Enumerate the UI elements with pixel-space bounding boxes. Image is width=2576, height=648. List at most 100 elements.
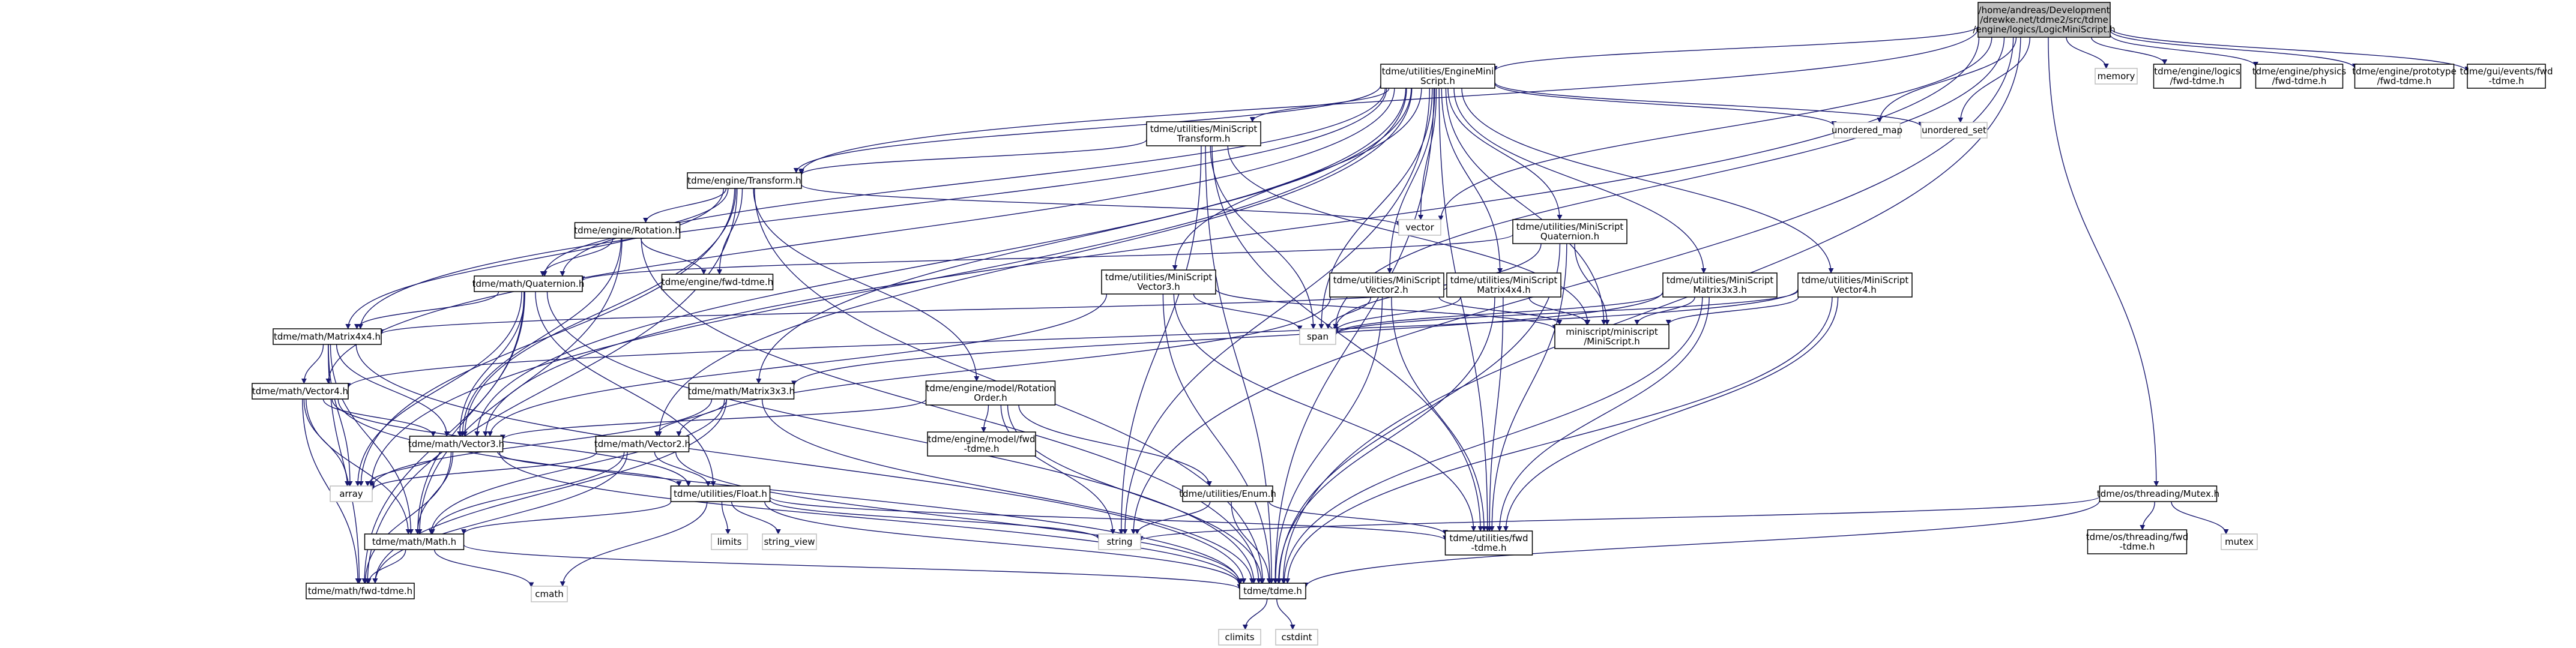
edge-transform-to-matrix4x4 [345,188,724,329]
node-model_fwd[interactable]: tdme/engine/model/fwd-tdme.h [927,431,1036,457]
edge-ms_vector3-to-span [1193,293,1303,331]
node-label-line: tdme/math/Matrix3x3.h [688,386,795,397]
node-threading_fwd[interactable]: tdme/os/threading/fwd-tdme.h [2086,529,2189,554]
edge-float-to-string [769,499,1102,540]
node-box [670,485,771,502]
node-cmath: cmath [531,586,568,602]
node-tdme[interactable]: tdme/tdme.h [1239,583,1306,599]
node-root[interactable]: /home/andreas/Development/drewke.net/tdm… [1973,2,2116,38]
node-engine_fwd[interactable]: tdme/engine/fwd-tdme.h [661,274,774,290]
node-box [1380,64,1495,89]
node-box [252,383,349,400]
edge-quaternion-to-array [355,291,522,487]
edge-ms_matrix3x3-to-miniscript [1634,296,1695,325]
node-matrix4x4[interactable]: tdme/math/Matrix4x4.h [273,328,382,345]
node-label-line: Matrix4x4.h [1477,284,1530,295]
edge-ms_vector2-to-vector2 [676,296,1332,437]
node-matrix3x3[interactable]: tdme/math/Matrix3x3.h [688,383,795,400]
edge-root-to-memory [2066,37,2109,69]
node-float[interactable]: tdme/utilities/Float.h [670,485,771,502]
edge-root-to-physics_fwd [2110,34,2258,67]
node-gui_fwd[interactable]: tdme/gui/events/fwd-tdme.h [2460,64,2553,89]
node-physics_fwd[interactable]: tdme/engine/physics/fwd-tdme.h [2252,64,2347,89]
edge-ms_vector4-to-tdme [1285,296,1833,584]
node-box [273,328,382,345]
edge-ems-to-quaternion [560,88,1386,277]
edge-root-to-unordered_map [1877,37,2017,123]
edge-float-to-cmath [560,501,708,587]
node-box [1182,485,1273,502]
node-label-line: Order.h [974,392,1007,403]
edge-ms_matrix3x3-to-span [1333,292,1664,335]
node-box [687,172,802,189]
node-mutex: mutex [2221,533,2258,550]
node-box [474,275,583,292]
edge-ems-to-transform [793,85,1381,173]
edge-ms_transform-to-string [1118,145,1202,535]
node-box [595,436,690,452]
node-utilities_fwd[interactable]: tdme/utilities/fwd-tdme.h [1444,530,1533,556]
node-rotation[interactable]: tdme/engine/Rotation.h [574,222,681,239]
node-vector3[interactable]: tdme/math/Vector3.h [408,436,504,452]
edge-float-to-tdme [764,501,1243,586]
node-enum[interactable]: tdme/utilities/Enum.h [1179,485,1276,502]
node-mutex_h[interactable]: tdme/os/threading/Mutex.h [2097,485,2219,502]
node-label-line: /MiniScript.h [1584,336,1640,347]
edge-ms_quaternion-to-quaternion [579,234,1513,282]
node-label-line: tdme/engine/physics [2252,66,2347,77]
edge-mutex_h-to-threading_fwd [2140,501,2156,530]
node-label-line: Vector2.h [1365,284,1408,295]
node-box [1444,530,1533,556]
node-label-line: /fwd-tdme.h [2170,76,2225,86]
edge-ms_matrix4x4-to-span [1333,296,1461,332]
edge-vector3-to-tdme [499,451,1243,586]
node-math[interactable]: tdme/math/Math.h [364,533,465,550]
node-label-line: mutex [2225,536,2254,547]
node-quaternion[interactable]: tdme/math/Quaternion.h [472,275,585,292]
edge-transform-to-rotation_order [753,188,980,382]
node-label-line: tdme/engine/Rotation.h [574,225,681,236]
node-box [2153,64,2242,89]
node-vector2[interactable]: tdme/math/Vector2.h [594,436,690,452]
node-transform[interactable]: tdme/engine/Transform.h [687,172,802,189]
node-label-line: tdme/engine/logics [2154,66,2240,77]
node-unordered_set: unordered_set [1920,122,1988,139]
node-box [688,383,795,400]
node-label-line: climits [1225,632,1254,643]
node-math_fwd[interactable]: tdme/math/fwd-tdme.h [306,583,415,599]
edge-ms_vector4-to-miniscript [1665,296,1799,325]
node-vector: vector [1398,219,1441,236]
edge-ms_matrix4x4-to-matrix4x4 [378,287,1447,335]
node-logics_fwd[interactable]: tdme/engine/logics/fwd-tdme.h [2153,64,2242,89]
node-box [1446,272,1561,298]
edge-matrix3x3-to-tdme [761,398,1255,584]
edge-ems-to-vector4 [325,88,1395,384]
edge-vector2-to-math [429,451,625,535]
edge-tdme-to-climits [1242,598,1268,630]
edge-ms_vector3-to-utilities_fwd [1173,293,1477,532]
node-label-line: unordered_set [1922,125,1986,136]
edge-tdme-to-cstdint [1276,598,1296,630]
node-vector4[interactable]: tdme/math/Vector4.h [252,383,349,400]
edge-root-to-logics_fwd [2090,37,2168,65]
node-label-line: -tdme.h [2489,76,2524,86]
edge-math-to-math_fwd [366,549,406,584]
edge-ems-to-miniscript [1445,88,1607,325]
edge-ems-to-matrix4x4 [357,88,1387,329]
node-prototype_fwd[interactable]: tdme/engine/prototype/fwd-tdme.h [2352,64,2457,89]
node-box [2467,64,2546,89]
edge-ems-to-ms_transform [1249,88,1390,122]
node-label-line: tdme/utilities/MiniScript [1667,275,1774,286]
edge-ms_quaternion-to-miniscript [1574,243,1610,325]
node-miniscript[interactable]: miniscript/miniscript/MiniScript.h [1554,324,1670,349]
edge-ms_quaternion-to-tdme [1276,243,1561,584]
